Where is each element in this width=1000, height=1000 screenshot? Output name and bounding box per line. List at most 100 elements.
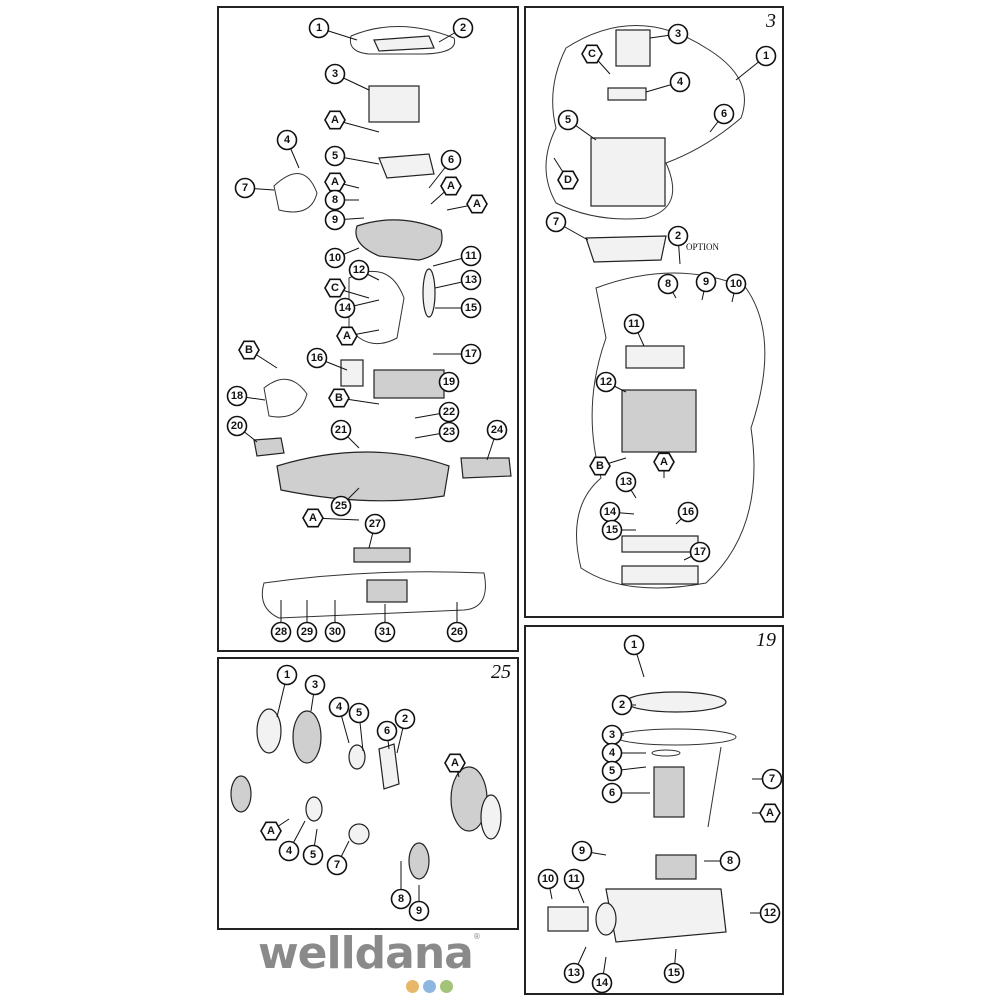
callout-label: 15 [606, 524, 618, 536]
option-group-outline [576, 272, 766, 589]
callout-label: 11 [568, 873, 580, 885]
callout-circle [713, 103, 735, 125]
brush-comb [353, 547, 411, 563]
callout-11: 11 [432, 245, 482, 267]
callout-circle [761, 768, 783, 790]
callout-label: 10 [329, 252, 341, 264]
callout-B: B [328, 388, 380, 408]
callout-label: 6 [721, 108, 727, 120]
fine-filter-basket [621, 389, 697, 453]
callout-label: 20 [231, 420, 243, 432]
bushing [348, 744, 366, 770]
small-wheel-right [408, 842, 430, 880]
callout-label: A [331, 176, 339, 188]
callout-16: 16 [675, 501, 699, 525]
callout-5: 5 [348, 702, 370, 752]
callout-14: 14 [599, 501, 635, 523]
callout-9: 9 [695, 271, 717, 301]
cable [707, 746, 722, 828]
callout-label: 18 [231, 390, 243, 402]
panel-number: 25 [491, 661, 511, 683]
callout-4: 4 [276, 129, 300, 169]
callout-8: 8 [657, 273, 679, 299]
callout-9: 9 [571, 840, 607, 862]
callout-circle [623, 313, 645, 335]
callout-label: 25 [335, 500, 347, 512]
callout-label: 9 [332, 214, 338, 226]
callout-8: 8 [390, 861, 412, 910]
callout-22: 22 [414, 401, 460, 423]
callout-circle [615, 471, 637, 493]
callout-label: A [473, 198, 481, 210]
callout-label: 6 [448, 154, 454, 166]
callout-label: 7 [334, 859, 340, 871]
callout-label: 4 [286, 845, 293, 857]
callout-21: 21 [330, 419, 360, 449]
callout-label: 14 [339, 302, 352, 314]
top-cover [373, 35, 435, 52]
callout-1: 1 [623, 634, 645, 678]
callout-18: 18 [226, 385, 266, 407]
callout-circle [667, 23, 689, 45]
callout-label: A [660, 456, 668, 468]
filter-frame [615, 29, 651, 67]
callout-label: 21 [335, 424, 347, 436]
callout-label: 2 [619, 699, 625, 711]
latch-group-outline [273, 173, 318, 213]
callout-hexagon [653, 452, 675, 472]
side-group-outline [348, 270, 405, 345]
brush-group-outline [261, 571, 486, 619]
axle-spacer [348, 823, 370, 845]
callout-hexagon [260, 821, 282, 841]
callout-31: 31 [374, 604, 396, 643]
callout-label: 4 [284, 134, 291, 146]
callout-circle [438, 421, 460, 443]
callout-circle [394, 708, 416, 730]
callout-12: 12 [595, 371, 627, 393]
impeller-cover [340, 359, 364, 387]
callout-1: 1 [276, 664, 298, 718]
callout-16: 16 [306, 347, 348, 371]
callout-circle [689, 541, 711, 563]
callout-6: 6 [428, 149, 462, 189]
callout-label: 4 [336, 701, 343, 713]
callout-label: 22 [443, 406, 455, 418]
callout-circle [677, 501, 699, 523]
callout-circle [348, 702, 370, 724]
callout-24: 24 [486, 419, 508, 461]
callout-label: 15 [465, 302, 477, 314]
callout-label: A [331, 114, 339, 126]
o-ring-small [651, 749, 681, 757]
callout-circle [334, 297, 356, 319]
callout-11: 11 [623, 313, 645, 347]
callout-circle [695, 271, 717, 293]
callout-circle [563, 962, 585, 984]
callout-circle [563, 868, 585, 890]
callout-label: 14 [596, 977, 609, 989]
callout-circle [324, 621, 346, 643]
callout-17: 17 [683, 541, 711, 563]
callout-label: 9 [416, 905, 422, 917]
callout-circle [438, 371, 460, 393]
callout-4: 4 [328, 696, 350, 744]
brand-dots [406, 980, 453, 993]
callout-14: 14 [334, 297, 380, 319]
callout-label: 9 [703, 276, 709, 288]
callout-7: 7 [545, 211, 589, 241]
callout-label: C [588, 48, 596, 60]
callout-A: A [302, 508, 360, 528]
callout-label: 27 [369, 518, 381, 530]
callout-label: 4 [677, 76, 684, 88]
callout-5: 5 [601, 760, 647, 782]
callout-hexagon [557, 170, 579, 190]
callout-B: B [589, 456, 627, 476]
callout-label: 1 [284, 669, 290, 681]
callout-circle [308, 17, 330, 39]
callout-8: 8 [324, 189, 359, 211]
callout-6: 6 [376, 720, 398, 750]
